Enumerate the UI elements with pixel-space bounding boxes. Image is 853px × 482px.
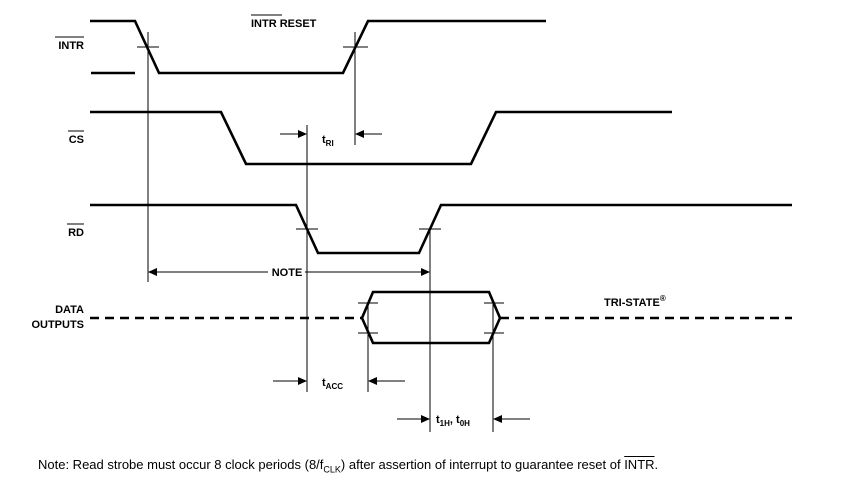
rd-label: RD <box>68 227 84 239</box>
footnote-text-start: Note: Read strobe must occur 8 clock per… <box>38 457 324 472</box>
t-1h-0h-measure <box>397 415 530 423</box>
t-1h-0h-label: t1H, t0H <box>436 414 470 428</box>
tri-state-label: TRI-STATE® <box>604 294 666 309</box>
t-ri-label: tRI <box>322 134 334 148</box>
t-acc-label: tACC <box>322 377 343 391</box>
footnote: Note: Read strobe must occur 8 clock per… <box>38 457 658 475</box>
intr-reset-annotation: INTR RESET <box>251 18 317 30</box>
intr-label: INTR <box>58 40 84 52</box>
data-outputs-label-line2: OUTPUTS <box>31 319 84 331</box>
cs-label: CS <box>69 134 84 146</box>
footnote-intr-overlined: INTR <box>624 457 655 472</box>
cs-waveform <box>90 110 672 166</box>
footnote-clk-subscript: CLK <box>323 464 341 475</box>
signal-labels: INTR CS RD DATA OUTPUTS <box>31 36 84 331</box>
data-valid-window <box>360 290 502 345</box>
data-outputs-label-line1: DATA <box>55 304 84 316</box>
footnote-text-middle: ) after assertion of interrupt to guaran… <box>340 457 625 472</box>
note-label: NOTE <box>272 267 303 279</box>
t-ri-measure <box>280 130 382 138</box>
note-measure <box>148 268 430 276</box>
t-acc-measure <box>273 377 405 385</box>
footnote-text-end: . <box>654 457 659 472</box>
data-valid-ticks <box>358 302 504 334</box>
rd-waveform <box>90 203 792 255</box>
intr-waveform <box>90 19 546 75</box>
